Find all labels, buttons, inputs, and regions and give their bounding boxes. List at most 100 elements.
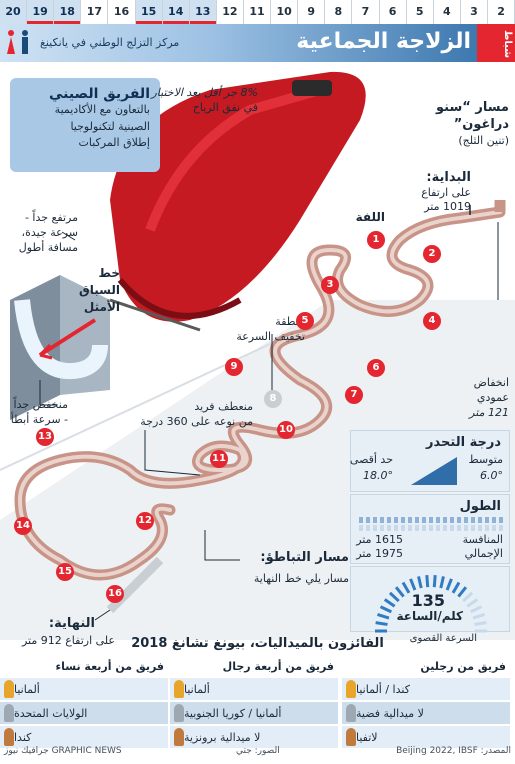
- calendar-day[interactable]: 4: [433, 0, 461, 24]
- column-title: فريق من أربعة رجال: [222, 660, 334, 673]
- table-row: لا ميدالية فضية: [342, 702, 510, 724]
- drag-note: 8% جر أقل بعد الاختبار: [151, 86, 258, 99]
- winners-column-two-man: فريق من رجلين كندا / ألمانيا لا ميدالية …: [342, 656, 510, 750]
- braking-heading: مسار التباطؤ:: [260, 550, 349, 565]
- gradient-avg-label: متوسط: [468, 453, 503, 466]
- corner-marker[interactable]: 2: [423, 245, 441, 263]
- gradient-icon: [411, 457, 457, 485]
- start-text: على ارتفاع: [421, 186, 471, 199]
- calendar-day[interactable]: 2: [487, 0, 515, 24]
- calendar-day[interactable]: 14: [162, 0, 190, 24]
- start-heading: البداية:: [426, 170, 471, 185]
- diagram-high-label: مرتفع جداً -: [24, 211, 78, 224]
- corner-marker[interactable]: 10: [277, 421, 295, 439]
- calendar-day[interactable]: 12: [216, 0, 244, 24]
- gradient-title: درجة التحدر: [426, 435, 501, 450]
- woman-icon: [7, 30, 15, 54]
- corner-marker[interactable]: 11: [210, 450, 228, 468]
- gold-medal-icon: [174, 680, 184, 698]
- column-title: فريق من رجلين: [420, 660, 506, 673]
- gauge-tick: [466, 598, 479, 608]
- calendar-day[interactable]: 15: [135, 0, 163, 24]
- drag-note: في نفق الرياح: [192, 101, 258, 114]
- diagram-low-label: - سرعة أبطأ: [10, 413, 68, 426]
- calendar-day[interactable]: 7: [352, 0, 380, 24]
- gauge-tick: [457, 586, 468, 598]
- calendar-day[interactable]: 5: [406, 0, 434, 24]
- gradient-avg-value: 6.0°: [480, 469, 503, 482]
- track-name-translation: (تنين الثلج): [458, 134, 509, 147]
- gauge-tick: [439, 576, 445, 589]
- racing-line-label: السباق: [79, 283, 120, 297]
- gauge-tick: [451, 581, 461, 594]
- corner-marker[interactable]: 14: [14, 517, 32, 535]
- corner-marker[interactable]: 15: [56, 563, 74, 581]
- length-title: الطول: [459, 499, 501, 514]
- calendar-day[interactable]: 13: [189, 0, 217, 24]
- gauge-tick: [379, 605, 393, 614]
- gauge-tick: [409, 578, 417, 591]
- corner-marker[interactable]: 4: [423, 312, 441, 330]
- gauge-tick: [445, 578, 453, 591]
- calendar-day[interactable]: 6: [379, 0, 407, 24]
- slow-zone-label: تخفيف السرعة: [236, 330, 305, 343]
- source-credit: المصدر: Beijing 2022, IBSF: [396, 746, 511, 756]
- calendar-day[interactable]: 9: [298, 0, 326, 24]
- calendar-day[interactable]: 19: [27, 0, 55, 24]
- calendar-day[interactable]: 8: [325, 0, 353, 24]
- braking-text: مسار يلي خط النهاية: [253, 572, 349, 585]
- length-comp-bar: [359, 517, 503, 523]
- length-total-label: الإجمالي: [464, 547, 503, 560]
- track-name: دراغون”: [453, 117, 509, 132]
- chinese-team-heading: الفريق الصيني: [48, 86, 150, 102]
- month-label: شباط: [502, 30, 513, 59]
- diagram-high-label: سرعة جيدة،: [21, 226, 78, 239]
- bobsleigh-image: [109, 71, 366, 332]
- chinese-team-line: إطلاق المركبات: [78, 136, 150, 149]
- gold-medal-icon: [346, 680, 356, 698]
- chinese-team-line: بالتعاون مع الأكاديمية: [54, 103, 150, 116]
- calendar-day[interactable]: 16: [108, 0, 136, 24]
- gauge-tick: [377, 613, 390, 620]
- brand-credit: GRAPHIC NEWS جرافيك نيوز: [4, 746, 122, 756]
- speed-label: السرعة القصوى: [409, 633, 477, 644]
- corner-marker[interactable]: 3: [321, 276, 339, 294]
- table-row: لاتفيا: [342, 726, 510, 748]
- racing-line-label: الأمثل: [83, 300, 120, 314]
- gradient-panel: درجة التحدر متوسط 6.0° حد أقصى 18.0°: [350, 430, 510, 492]
- curve-label: منعطف فريد: [194, 400, 253, 413]
- calendar-day[interactable]: 18: [54, 0, 82, 24]
- bronze-medal-icon: [4, 728, 14, 746]
- loop-label: اللفة: [355, 210, 385, 224]
- finish-heading: النهاية:: [48, 616, 95, 631]
- calendar-day[interactable]: 20: [0, 0, 28, 24]
- table-row: الولايات المتحدة: [0, 702, 168, 724]
- silver-medal-icon: [174, 704, 184, 722]
- length-comp-label: المنافسة: [462, 533, 503, 546]
- header-band: مركز التزلج الوطني في يانكينغ الزلاجة ال…: [0, 24, 515, 62]
- corner-marker[interactable]: 5: [296, 312, 314, 330]
- corner-marker[interactable]: 8: [264, 390, 282, 408]
- length-total-bar: [359, 525, 503, 531]
- calendar-day[interactable]: 10: [271, 0, 299, 24]
- bronze-medal-icon: [346, 728, 356, 746]
- corner-marker[interactable]: 9: [225, 358, 243, 376]
- calendar-day[interactable]: 11: [243, 0, 272, 24]
- calendar-day[interactable]: 17: [81, 0, 109, 24]
- corner-marker[interactable]: 12: [136, 512, 154, 530]
- gauge-tick: [417, 576, 423, 589]
- gauge-tick: [394, 586, 405, 598]
- winners-column-four-woman: فريق من أربعة نساء ألمانيا الولايات المت…: [0, 656, 168, 750]
- corner-marker[interactable]: 16: [106, 585, 124, 603]
- calendar-day[interactable]: 3: [460, 0, 488, 24]
- corner-marker[interactable]: 1: [367, 231, 385, 249]
- corner-marker[interactable]: 7: [345, 386, 363, 404]
- man-icon: [22, 30, 28, 54]
- speed-value: 135: [411, 591, 445, 610]
- corner-marker[interactable]: 6: [367, 359, 385, 377]
- speed-gauge: [375, 575, 487, 633]
- gauge-tick: [474, 621, 487, 626]
- length-total-value: 1975 متر: [356, 547, 403, 560]
- gradient-max-value: 18.0°: [363, 469, 393, 482]
- corner-marker[interactable]: 13: [36, 428, 54, 446]
